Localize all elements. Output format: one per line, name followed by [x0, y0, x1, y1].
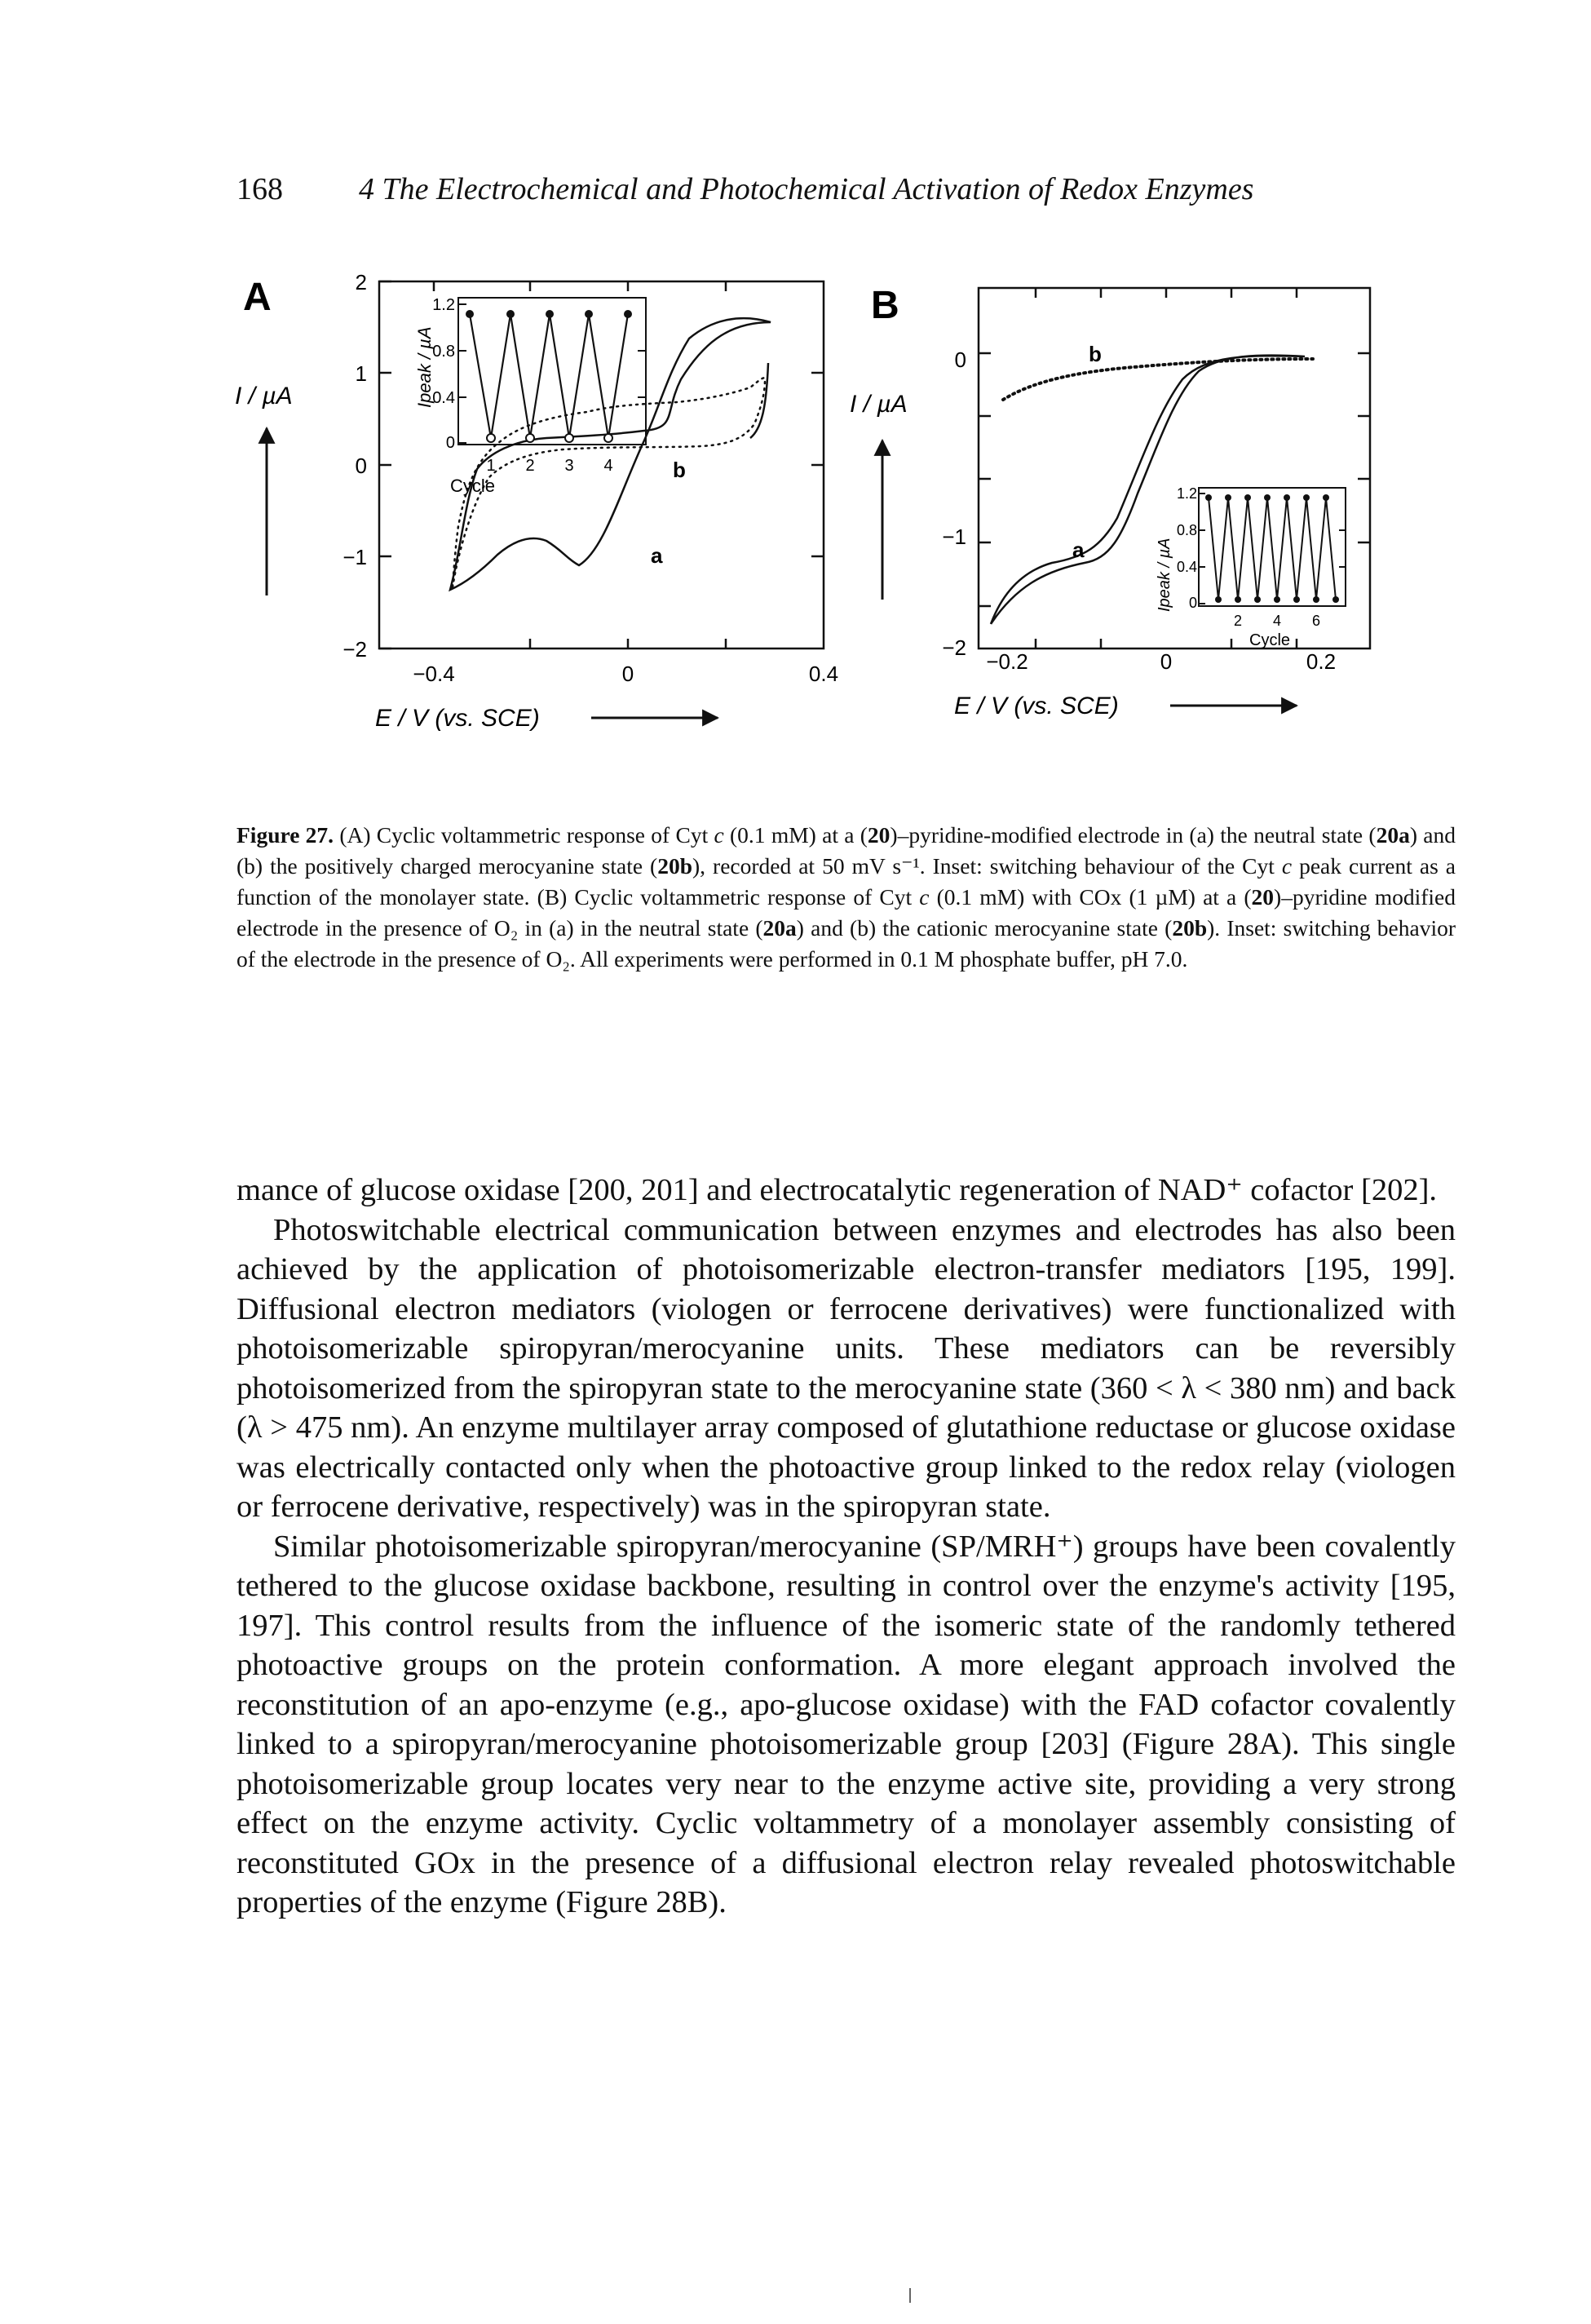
panel-a-xtick: −0.4 [413, 662, 454, 686]
panel-a: A I / µA 2 1 0 −1 −2 [235, 270, 838, 732]
panel-b-ylabel: I / µA [850, 391, 908, 418]
panel-b-curve-label: a [1072, 538, 1085, 562]
svg-text:0: 0 [446, 434, 455, 452]
svg-text:1: 1 [486, 457, 495, 475]
panel-a-inset: 1.2 0.8 0.4 0 Ipeak / µA 1 2 3 4 Cycle [414, 296, 647, 496]
panel-a-inset-line [468, 313, 630, 439]
svg-text:0: 0 [1189, 595, 1197, 611]
panel-a-curve-label: b [673, 458, 686, 482]
panel-a-xlabel: E / V (vs. SCE) [375, 705, 540, 732]
panel-b-ytick: −2 [942, 635, 966, 660]
scan-mark [909, 2288, 911, 2303]
panel-b-inset-line [1208, 497, 1337, 600]
svg-text:4: 4 [1273, 613, 1281, 629]
panel-a-ytick: 0 [356, 454, 367, 478]
svg-text:0.4: 0.4 [432, 389, 455, 407]
panel-b: B I / µA 0 −1 −2 −0.2 [850, 284, 1372, 719]
body-text: mance of glucose oxidase [200, 201] and … [236, 1171, 1456, 1923]
panel-a-ytick: −1 [343, 545, 367, 569]
paragraph: Photoswitchable electrical communication… [236, 1212, 1456, 1525]
panel-a-ylabel: I / µA [235, 383, 293, 409]
svg-text:2: 2 [1234, 613, 1242, 629]
panel-b-curve-a [989, 354, 1306, 625]
svg-text:0.8: 0.8 [1177, 522, 1197, 538]
panel-b-inset: 1.2 0.8 0.4 0 Ipeak / µA 2 4 6 Cycle [1156, 485, 1346, 649]
svg-text:4: 4 [603, 457, 612, 475]
svg-text:6: 6 [1312, 613, 1320, 629]
panel-a-inset-ylabel: Ipeak / µA [414, 326, 435, 408]
paragraph: Similar photoisomerizable spiropyran/mer… [236, 1529, 1456, 1920]
panel-a-ytick: 1 [356, 361, 367, 386]
panel-b-xtick: 0 [1160, 649, 1172, 674]
panel-b-label: B [871, 284, 899, 327]
panel-b-inset-xlabel: Cycle [1249, 631, 1290, 649]
panel-a-curve-label: a [651, 543, 663, 568]
panel-b-xtick: 0.2 [1306, 649, 1336, 674]
panel-b-ytick: 0 [955, 347, 966, 372]
panel-b-xtick: −0.2 [986, 649, 1028, 674]
panel-a-frame [378, 280, 825, 650]
running-header: 168 4 The Electrochemical and Photochemic… [236, 171, 1460, 207]
panel-b-ytick: −1 [942, 525, 966, 549]
panel-a-label: A [243, 276, 272, 319]
panel-b-frame [977, 286, 1372, 650]
panel-a-ytick: −2 [343, 637, 367, 662]
figure-27-graphic: A I / µA 2 1 0 −1 −2 [235, 270, 1372, 732]
figure-27: A I / µA 2 1 0 −1 −2 [220, 257, 1403, 795]
panel-a-curve-b [451, 377, 767, 589]
svg-text:2: 2 [525, 457, 534, 475]
panel-b-xlabel: E / V (vs. SCE) [954, 693, 1119, 719]
paragraph: mance of glucose oxidase [200, 201] and … [236, 1173, 1438, 1207]
panel-b-curve-label: b [1089, 342, 1102, 366]
panel-a-curve-a [449, 317, 771, 592]
panel-a-xtick: 0 [622, 662, 634, 686]
panel-a-ytick: 2 [356, 270, 367, 294]
svg-text:0.8: 0.8 [432, 343, 455, 361]
panel-a-inset-xlabel: Cycle [450, 476, 495, 496]
panel-b-curve-b [1001, 357, 1315, 401]
caption-label: Figure 27. [236, 822, 334, 848]
svg-text:1.2: 1.2 [1177, 485, 1197, 502]
panel-a-xtick: 0.4 [809, 662, 838, 686]
panel-b-inset-ylabel: Ipeak / µA [1156, 538, 1173, 612]
running-title: 4 The Electrochemical and Photochemical … [359, 172, 1254, 206]
svg-text:1.2: 1.2 [432, 296, 455, 314]
page-number: 168 [236, 172, 283, 206]
svg-text:0.4: 0.4 [1177, 559, 1197, 575]
svg-text:3: 3 [564, 457, 573, 475]
figure-caption: Figure 27. (A) Cyclic voltammetric respo… [236, 822, 1456, 972]
